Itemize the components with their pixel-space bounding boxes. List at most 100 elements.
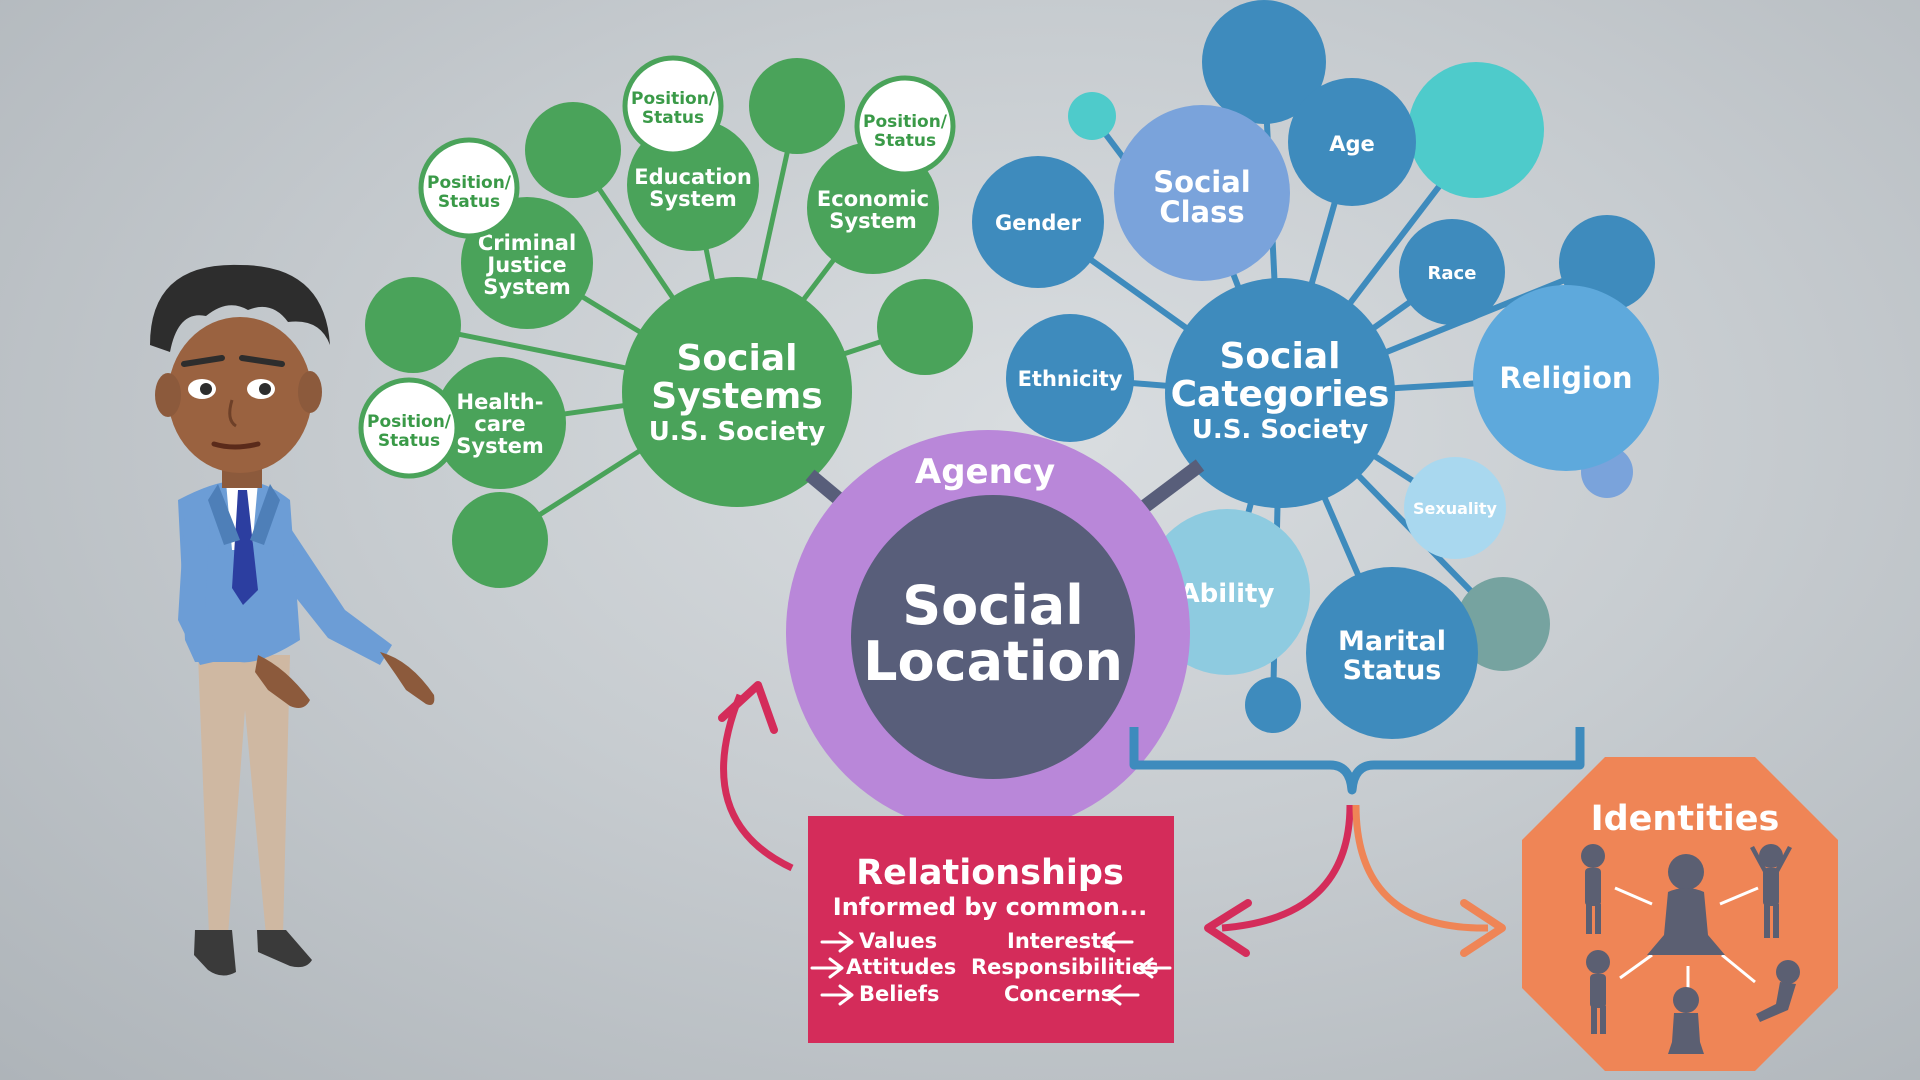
position-status-education: Position/ Status	[622, 55, 724, 157]
teal-large-circle	[1408, 62, 1544, 198]
social-systems-title-1: Social	[677, 338, 798, 379]
position-status-criminal: Position/ Status	[418, 137, 520, 239]
social-categories-title-1: Social	[1220, 336, 1341, 377]
ethnicity-node: Ethnicity	[1006, 314, 1134, 442]
position-status-economic: Position/ Status	[854, 75, 956, 177]
green-satellite-5	[452, 492, 548, 588]
education-system-label-2: System	[649, 187, 736, 211]
person-figure-center	[1647, 854, 1725, 955]
education-system-label-1: Education	[634, 165, 752, 189]
marital-status-label-1: Marital	[1338, 626, 1446, 657]
criminal-justice-label-1: Criminal	[478, 231, 576, 255]
presenter-left-hand	[255, 655, 310, 708]
social-categories-title-2: Categories	[1171, 374, 1390, 415]
ability-label: Ability	[1180, 579, 1275, 609]
social-systems-subtitle: U.S. Society	[649, 417, 826, 447]
social-class-label-2: Class	[1159, 195, 1244, 229]
economic-system-label-1: Economic	[817, 187, 929, 211]
presenter-ear-left	[155, 373, 181, 417]
relationships-subtitle: Informed by common...	[833, 893, 1147, 921]
value-item-interests: Interests	[1007, 929, 1114, 953]
sexuality-label: Sexuality	[1413, 499, 1498, 518]
gender-node: Gender	[972, 156, 1104, 288]
social-categories-cluster: Gender Social Class Age Race Ethnicity R…	[972, 0, 1659, 739]
relationships-title: Relationships	[856, 853, 1124, 893]
social-location-label-1: Social	[902, 574, 1083, 637]
marital-status-label-2: Status	[1343, 655, 1442, 686]
presenter-right-shoe	[257, 930, 312, 968]
position-status-label-2: Status	[874, 131, 936, 151]
social-systems-title-2: Systems	[651, 376, 822, 417]
position-status-label-2: Status	[642, 108, 704, 128]
value-item-attitudes: Attitudes	[846, 955, 956, 979]
position-status-label-1: Position/	[427, 173, 512, 193]
religion-label: Religion	[1499, 361, 1632, 395]
economic-system-label-2: System	[829, 209, 916, 233]
relationships-box: Relationships Informed by common... Valu…	[808, 816, 1174, 1043]
presenter-legs	[198, 655, 290, 935]
presenter-lapel-right	[250, 484, 280, 545]
social-location-label-2: Location	[863, 630, 1123, 693]
social-systems-cluster: Education System Economic System Crimina…	[358, 55, 973, 588]
arrow-to-identities	[1352, 804, 1506, 957]
religion-node: Religion	[1473, 285, 1659, 471]
blue-satellite-bottom	[1245, 677, 1301, 733]
gender-label: Gender	[995, 211, 1082, 235]
social-class-node: Social Class	[1114, 105, 1290, 281]
social-location-core	[851, 495, 1135, 779]
arrow-left-icon	[1106, 984, 1140, 1006]
position-status-label-2: Status	[438, 192, 500, 212]
social-systems-hub: Social Systems U.S. Society	[622, 277, 852, 507]
arrow-right-icon	[820, 984, 854, 1006]
value-item-concerns: Concerns	[1004, 982, 1113, 1006]
green-satellite-2	[749, 58, 845, 154]
position-status-healthcare: Position/ Status	[358, 377, 460, 479]
position-status-label-1: Position/	[631, 89, 716, 109]
presenter-mouth	[211, 441, 261, 450]
presenter-left-shoe	[194, 930, 236, 976]
age-node: Age	[1288, 78, 1416, 206]
arrow-relationships-to-location	[718, 681, 794, 872]
blue-satellite-top	[1202, 0, 1326, 124]
value-item-beliefs: Beliefs	[859, 982, 940, 1006]
green-satellite-3	[365, 277, 461, 373]
green-satellite-1	[525, 102, 621, 198]
teal-small-dot	[1068, 92, 1116, 140]
race-label: Race	[1428, 263, 1477, 284]
position-status-label-1: Position/	[863, 112, 948, 132]
social-class-label-1: Social	[1153, 165, 1250, 199]
presenter-lapel-left	[208, 484, 240, 545]
value-item-responsibilities: Responsibilities	[971, 955, 1159, 979]
presenter-eyebrow-right	[239, 355, 285, 367]
presenter-eyebrow-left	[181, 355, 225, 367]
identities-octagon: Identities	[1522, 757, 1838, 1071]
position-status-label-2: Status	[378, 431, 440, 451]
presenter-right-hand	[380, 652, 435, 705]
grey-teal-circle	[1456, 577, 1550, 671]
social-categories-subtitle: U.S. Society	[1192, 415, 1369, 445]
presenter-face	[168, 317, 312, 473]
social-categories-hub: Social Categories U.S. Society	[1165, 278, 1395, 508]
green-satellite-4	[877, 279, 973, 375]
relationships-arrow-icons	[810, 931, 1172, 1006]
presenter-nose	[228, 399, 237, 428]
identities-people	[1581, 844, 1800, 1054]
presenter-hair	[150, 264, 330, 352]
race-node: Race	[1399, 219, 1505, 325]
presenter-ear-right	[298, 371, 322, 413]
identities-title: Identities	[1591, 799, 1780, 839]
position-status-label-1: Position/	[367, 412, 452, 432]
arrow-left-icon	[1100, 931, 1134, 953]
social-location-center: Agency Social Location	[786, 430, 1205, 834]
identities-connector-lines	[1614, 886, 1759, 988]
age-label: Age	[1329, 132, 1375, 156]
arrow-to-relationships	[1204, 804, 1354, 957]
ethnicity-label: Ethnicity	[1018, 367, 1123, 391]
person-figure-top-right	[1750, 844, 1792, 938]
criminal-justice-label-2: Justice	[485, 253, 566, 277]
healthcare-system-node: Health- care System	[434, 357, 566, 489]
person-figure-bottom-right	[1756, 960, 1800, 1022]
arrow-right-icon	[820, 931, 854, 953]
agency-label: Agency	[915, 452, 1055, 492]
